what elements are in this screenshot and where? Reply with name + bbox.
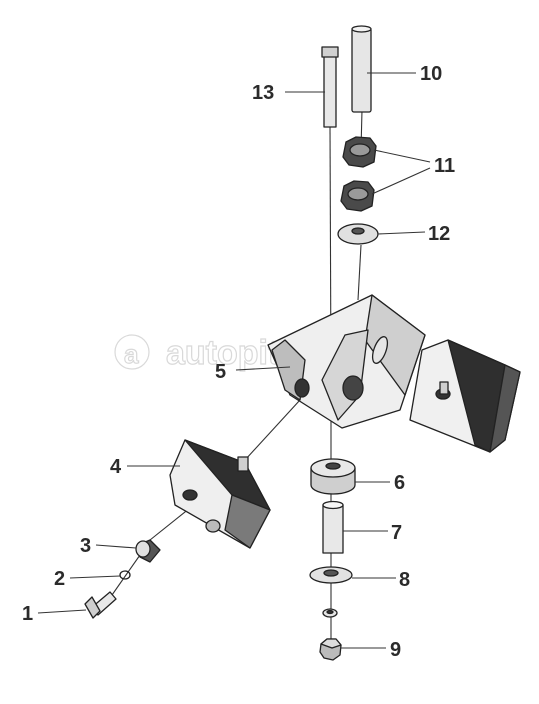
callout-6: 6 <box>394 472 405 494</box>
callout-1: 1 <box>22 603 33 625</box>
callout-2: 2 <box>54 568 65 590</box>
part-small-washer <box>322 608 338 618</box>
callout-12: 12 <box>428 223 450 245</box>
callout-7: 7 <box>391 522 402 544</box>
part-9-nut <box>319 638 342 661</box>
part-11-nut-upper <box>342 136 377 168</box>
callout-11: 11 <box>434 155 455 177</box>
part-5-bracket <box>267 294 426 429</box>
callout-labels: 13 10 11 12 5 4 6 7 3 2 8 1 9 <box>22 63 455 661</box>
part-13-long-bolt <box>321 46 339 128</box>
callout-13: 13 <box>252 82 274 104</box>
part-4-rubber-block-left <box>169 439 271 549</box>
callout-4: 4 <box>110 456 122 478</box>
part-2-lock-washer <box>119 570 131 580</box>
part-10-stud <box>351 25 372 113</box>
callout-10: 10 <box>420 63 442 85</box>
part-3-bushing <box>135 539 161 563</box>
part-6-spacer <box>310 458 356 495</box>
callout-8: 8 <box>399 569 410 591</box>
callout-9: 9 <box>390 639 401 661</box>
callout-3: 3 <box>80 535 91 557</box>
part-1-bolt <box>84 591 117 619</box>
part-11-nut-lower <box>340 180 375 212</box>
svg-text:a: a <box>124 339 139 369</box>
leader-lines <box>37 72 431 649</box>
part-7-sleeve <box>322 500 344 554</box>
part-12-washer <box>337 223 379 245</box>
part-rubber-block-right <box>409 339 521 453</box>
callout-5: 5 <box>215 361 226 383</box>
part-8-washer <box>309 566 353 584</box>
